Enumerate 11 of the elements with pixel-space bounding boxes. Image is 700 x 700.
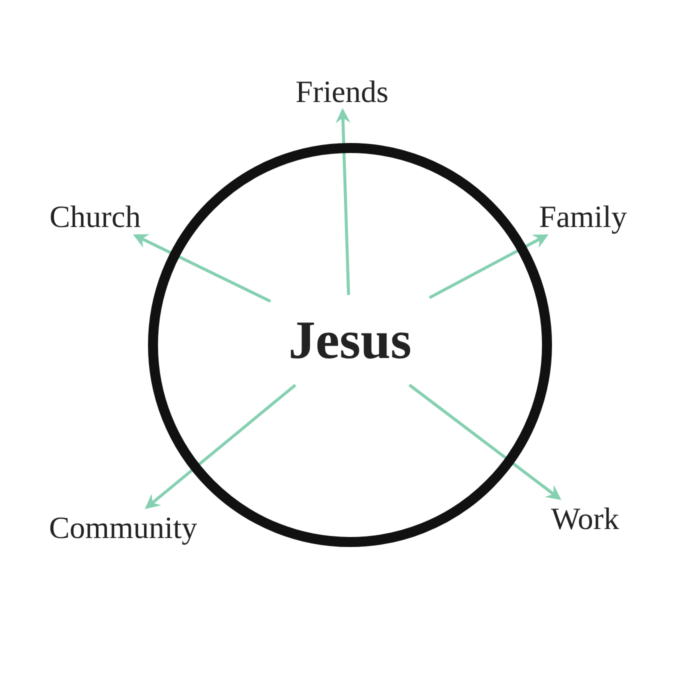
arrow [428,234,548,299]
node-label: Church [50,200,141,232]
center-label: Jesus [288,313,412,367]
node-label: Friends [296,76,388,106]
arrow [336,108,351,296]
node-label: Family [539,200,627,232]
arrow [144,384,296,510]
arrow [408,384,562,500]
node-label: Work [551,502,620,534]
arrow [132,234,272,303]
node-label: Community [49,512,198,542]
